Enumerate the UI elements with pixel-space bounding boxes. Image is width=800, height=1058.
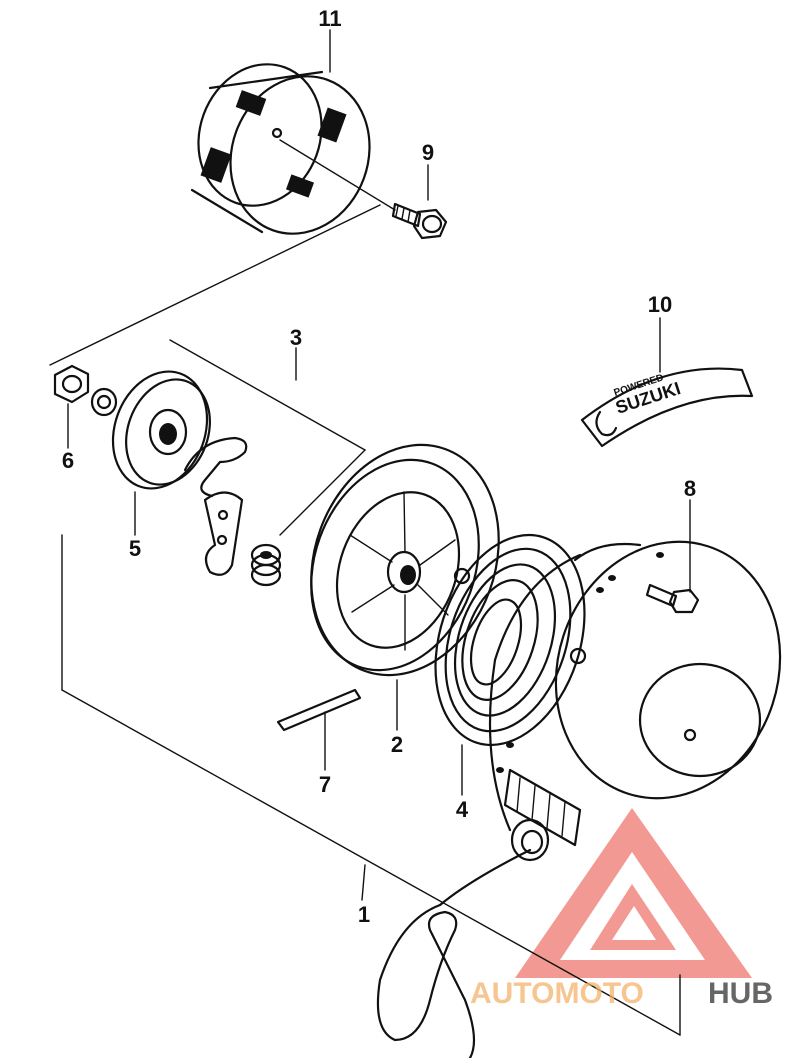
watermark-part1: AUTOMOTO	[470, 977, 644, 1010]
callout-11: 11	[318, 6, 341, 31]
part-7-rope	[276, 688, 362, 732]
callout-2: 2	[391, 732, 403, 757]
part-1-starter-rope	[376, 848, 532, 1058]
leader-lines	[67, 29, 691, 901]
part-10-decal: SUZUKI POWERED	[580, 367, 754, 448]
callout-1: 1	[358, 902, 370, 927]
callout-9: 9	[422, 140, 434, 165]
group-bracket-lines	[49, 204, 681, 1036]
watermark-logo-icon	[515, 808, 752, 978]
part-9-bolt	[279, 139, 448, 240]
callout-4: 4	[456, 797, 469, 822]
part-small-spring	[250, 543, 282, 587]
callout-8: 8	[684, 476, 696, 501]
callout-10: 10	[648, 292, 672, 317]
part-starter-case	[488, 540, 782, 862]
watermark-part2: HUB	[708, 977, 773, 1010]
part-spring-clip	[183, 436, 248, 498]
part-4-recoil-spring	[434, 533, 586, 747]
part-2-reel	[310, 443, 500, 677]
callout-5: 5	[129, 536, 141, 561]
part-11-starter-cup	[190, 63, 371, 235]
part-6-nut	[53, 364, 118, 417]
callout-6: 6	[62, 448, 74, 473]
part-pawl	[203, 491, 244, 576]
callout-labels: 11 9 10 3 6 5 8 2 7 4 1	[62, 6, 696, 927]
callout-3: 3	[290, 325, 302, 350]
callout-7: 7	[319, 772, 331, 797]
watermark-text: AUTOMOTO HUB	[470, 977, 773, 1010]
